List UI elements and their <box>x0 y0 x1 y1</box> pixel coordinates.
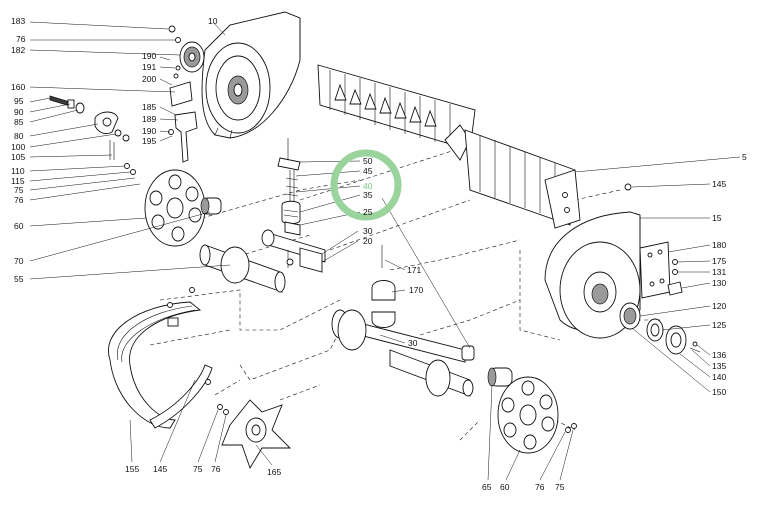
label-70: 70 <box>14 256 24 266</box>
bearing-block-170 <box>371 245 396 328</box>
label-95: 95 <box>14 96 24 106</box>
star-wheel-165 <box>217 399 292 470</box>
label-100: 100 <box>11 142 25 152</box>
label-105: 105 <box>11 152 25 162</box>
label-65: 65 <box>482 482 492 492</box>
label-15: 15 <box>712 213 722 223</box>
label-145: 145 <box>153 464 167 474</box>
label-165: 165 <box>267 467 281 477</box>
label-60: 60 <box>14 221 24 231</box>
label-30: 30 <box>363 226 373 236</box>
label-189: 189 <box>142 114 156 124</box>
belt-155 <box>108 287 202 429</box>
bearing-120 <box>619 302 641 330</box>
label-131: 131 <box>712 267 726 277</box>
label-25: 25 <box>363 207 373 217</box>
clamp-80 <box>94 111 130 160</box>
bracket-185 <box>168 111 198 163</box>
label-160: 160 <box>11 82 25 92</box>
label-85: 85 <box>14 117 24 127</box>
label-140: 140 <box>712 372 726 382</box>
label-200: 200 <box>142 74 156 84</box>
shaft-30 <box>331 309 475 363</box>
label-75: 75 <box>555 482 565 492</box>
label-191: 191 <box>142 62 156 72</box>
label-150: 150 <box>712 387 726 397</box>
label-183: 183 <box>11 16 25 26</box>
bushing-70 <box>200 197 222 215</box>
label-75: 75 <box>193 464 203 474</box>
label-110: 110 <box>11 166 25 176</box>
label-20: 20 <box>363 236 373 246</box>
assembly-dashed-lines <box>149 149 660 441</box>
label-190: 190 <box>142 51 156 61</box>
label-30: 30 <box>408 338 418 348</box>
flange-60-left <box>144 169 206 247</box>
label-195: 195 <box>142 136 156 146</box>
label-185: 185 <box>142 102 156 112</box>
label-145: 145 <box>712 179 726 189</box>
label-76: 76 <box>535 482 545 492</box>
label-125: 125 <box>712 320 726 330</box>
hub-140 <box>665 325 701 355</box>
label-130: 130 <box>712 278 726 288</box>
label-76: 76 <box>16 34 26 44</box>
cover-plate-200 <box>169 65 193 107</box>
leader-lines <box>29 21 741 481</box>
label-90: 90 <box>14 107 24 117</box>
label-55: 55 <box>14 274 24 284</box>
label-115: 115 <box>11 176 25 186</box>
label-45: 45 <box>363 166 373 176</box>
label-40-highlighted: 40 <box>363 181 373 191</box>
bolt-95 <box>49 95 85 114</box>
label-182: 182 <box>11 45 25 55</box>
shaft-lower <box>389 349 474 397</box>
plate-180 <box>639 241 671 299</box>
label-190: 190 <box>142 126 156 136</box>
label-80: 80 <box>14 131 24 141</box>
part-labels: 183 76 182 10 190 191 200 160 95 90 85 1… <box>11 16 747 492</box>
blade-comb-lower <box>464 129 581 229</box>
screw-110 <box>124 163 136 175</box>
label-175: 175 <box>712 256 726 266</box>
label-155: 155 <box>125 464 139 474</box>
blade-comb-upper <box>317 64 476 161</box>
label-76: 76 <box>14 195 24 205</box>
housing-left <box>201 11 301 139</box>
spring-assembly <box>277 138 301 236</box>
label-136: 136 <box>712 350 726 360</box>
shaft-55 <box>199 244 286 293</box>
label-135: 135 <box>712 361 726 371</box>
screw-183 <box>168 25 181 43</box>
label-50: 50 <box>363 156 373 166</box>
arm-20 <box>261 229 326 273</box>
bolt-130 <box>667 259 683 296</box>
label-76: 76 <box>211 464 221 474</box>
label-10: 10 <box>208 16 218 26</box>
label-171: 171 <box>407 265 421 275</box>
bearing-182 <box>179 41 205 73</box>
label-120: 120 <box>712 301 726 311</box>
label-75: 75 <box>14 185 24 195</box>
flange-60-right <box>487 367 577 454</box>
highlight-ring <box>330 149 402 221</box>
label-60: 60 <box>500 482 510 492</box>
label-5: 5 <box>742 152 747 162</box>
label-35: 35 <box>363 190 373 200</box>
label-180: 180 <box>712 240 726 250</box>
label-170: 170 <box>409 285 423 295</box>
strap-145 <box>149 364 213 429</box>
ring-125 <box>646 318 664 342</box>
